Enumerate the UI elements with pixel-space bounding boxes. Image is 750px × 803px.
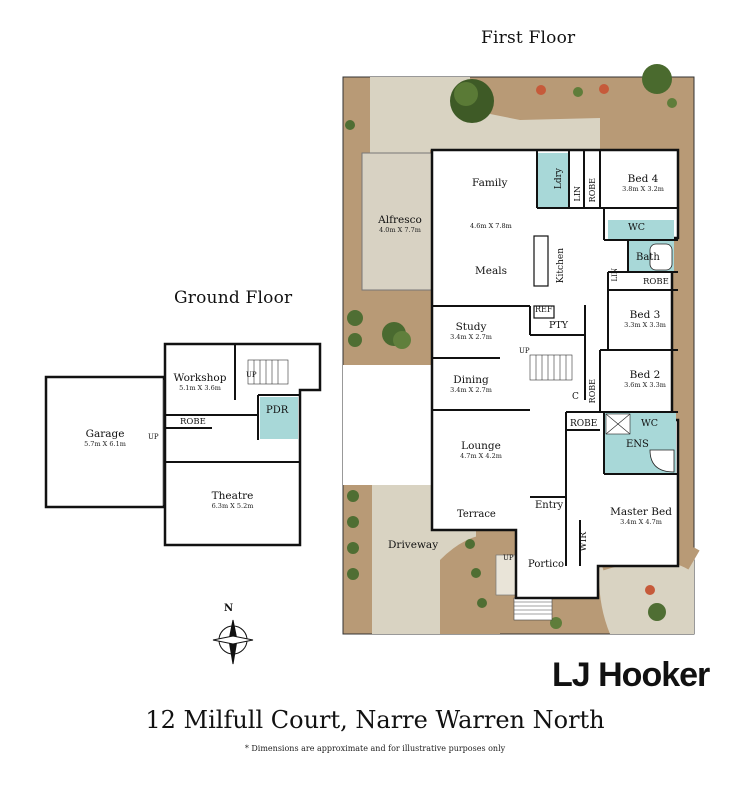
room-theatre: Theatre 6.3m X 5.2m: [211, 490, 254, 510]
room-lounge: Lounge 4.7m X 4.2m: [460, 440, 502, 460]
room-family-name: Family: [472, 177, 508, 189]
room-bed4: Bed 4 3.8m X 3.2m: [622, 173, 664, 193]
agency-logo: LJ Hooker: [552, 656, 710, 694]
room-alfresco: Alfresco 4.0m X 7.7m: [378, 214, 422, 234]
label-up-stairs: UP: [246, 371, 257, 379]
label-cupboard: C: [572, 392, 579, 402]
label-up-portico: UP: [503, 554, 514, 562]
room-terrace: Terrace: [457, 509, 496, 520]
ground-stairs: [247, 359, 289, 385]
portico-steps: [513, 597, 553, 621]
first-floor-heading: First Floor: [481, 28, 576, 48]
label-up-garage: UP: [148, 433, 159, 441]
label-robe-bed2: ROBE: [588, 379, 597, 404]
garage-outline: [44, 375, 166, 509]
dimensions-disclaimer: * Dimensions are approximate and for ill…: [244, 744, 506, 753]
label-wc-2: WC: [641, 418, 659, 429]
room-laundry: Ldry: [554, 168, 564, 190]
label-robe-bed3: ROBE: [643, 277, 669, 287]
room-garage: Garage 5.7m X 6.1m: [84, 428, 126, 448]
room-bath: Bath: [636, 252, 660, 263]
internal-stairs: [529, 354, 573, 381]
laundry-floor: [537, 153, 569, 208]
label-up-internal: UP: [519, 347, 530, 355]
compass-rose: [212, 619, 254, 665]
label-robe-ground: ROBE: [180, 417, 206, 427]
room-workshop: Workshop 5.1m X 3.6m: [173, 372, 227, 392]
room-study: Study 3.4m X 2.7m: [450, 321, 492, 341]
label-pantry: PTY: [549, 320, 568, 331]
room-ensuite: ENS: [626, 439, 649, 450]
tree-2: [642, 64, 672, 94]
label-wc-1: WC: [628, 222, 646, 233]
label-driveway: Driveway: [388, 539, 439, 551]
label-wir: WIR: [579, 532, 589, 552]
property-address: 12 Milfull Court, Narre Warren North: [145, 706, 605, 734]
kitchen-island: [533, 235, 549, 287]
label-pdr: PDR: [266, 405, 289, 416]
label-lin-1: LIN: [573, 186, 582, 202]
room-kitchen: Kitchen: [556, 248, 566, 284]
label-lin-2: LIN: [611, 268, 619, 282]
compass-north-label: N: [224, 603, 234, 614]
side-path: [343, 365, 431, 485]
pdr-floor: [260, 397, 298, 439]
label-robe-bed4: ROBE: [588, 178, 597, 203]
room-family-dims: 4.6m X 7.8m: [470, 222, 512, 230]
room-meals: Meals: [475, 265, 507, 277]
label-robe-master: ROBE: [570, 419, 598, 429]
ground-floor-heading: Ground Floor: [174, 288, 293, 308]
room-entry: Entry: [535, 500, 564, 511]
room-bed2: Bed 2 3.6m X 3.3m: [624, 369, 666, 389]
room-dining: Dining 3.4m X 2.7m: [450, 374, 492, 394]
label-portico: Portico: [528, 559, 564, 570]
internal-walls: [432, 150, 678, 566]
front-garden-left: [440, 534, 500, 634]
label-ref: REF: [535, 305, 553, 314]
room-bed3: Bed 3 3.3m X 3.3m: [624, 309, 666, 329]
room-master-bed: Master Bed 3.4m X 4.7m: [610, 506, 672, 526]
